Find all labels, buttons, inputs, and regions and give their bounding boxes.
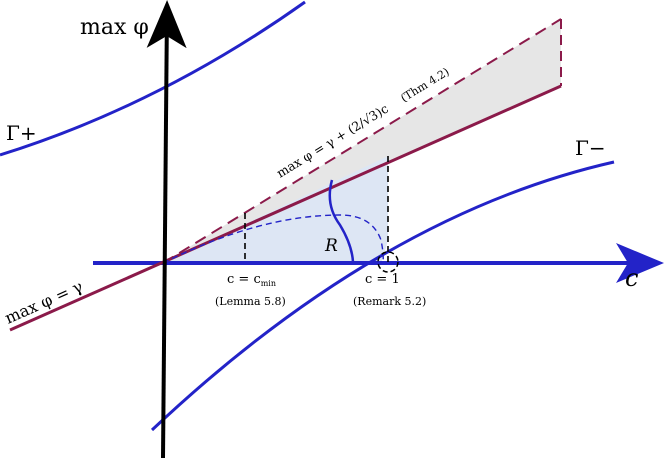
gamma-plus-curve xyxy=(0,0,306,157)
c1-circle-marker xyxy=(377,251,399,273)
cmin-label: c = cmin xyxy=(227,272,276,288)
cmin-subscript: min xyxy=(261,279,276,288)
gamma-minus-label: Γ− xyxy=(575,136,606,160)
c1-ref: (Remark 5.2) xyxy=(353,295,426,308)
region-r-dashed-curve xyxy=(162,214,384,264)
upper-dashed-line xyxy=(162,18,562,264)
gamma-plus-label: Γ+ xyxy=(6,121,37,145)
region-label: R xyxy=(324,236,338,256)
y-axis xyxy=(146,0,187,459)
x-axis-label: c xyxy=(625,264,638,292)
lower-line xyxy=(9,84,562,332)
region-r-boundary xyxy=(328,179,355,263)
c1-label: c = 1 xyxy=(365,272,400,287)
y-axis-label: max φ xyxy=(80,15,149,40)
cmin-ref: (Lemma 5.8) xyxy=(215,295,286,308)
gamma-minus-curve xyxy=(150,160,615,432)
